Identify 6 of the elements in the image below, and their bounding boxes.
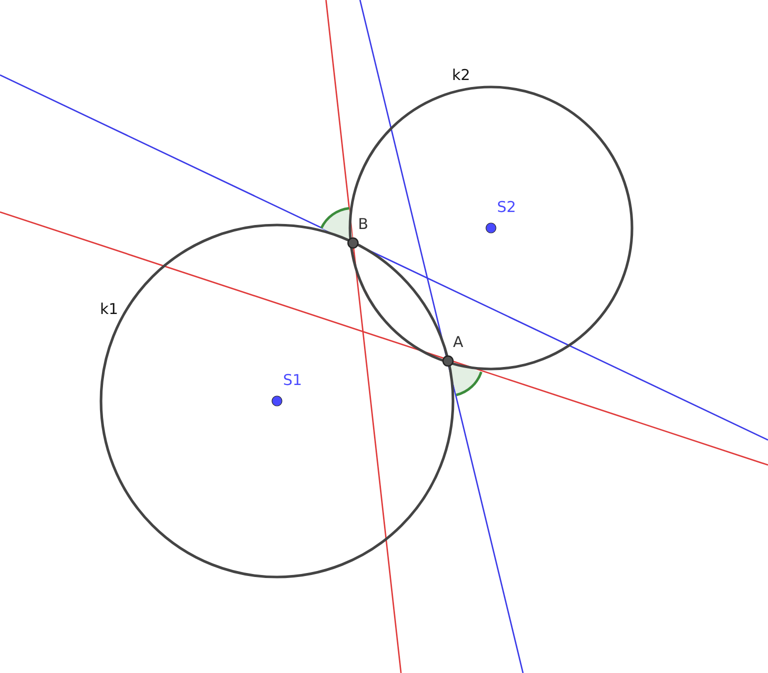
circle-label: k1 [100,302,118,317]
point-label: A [453,335,464,350]
point-label: S2 [497,200,516,215]
circle-label: k2 [452,68,470,83]
point-label: S1 [283,373,302,388]
point-label: B [358,217,368,232]
